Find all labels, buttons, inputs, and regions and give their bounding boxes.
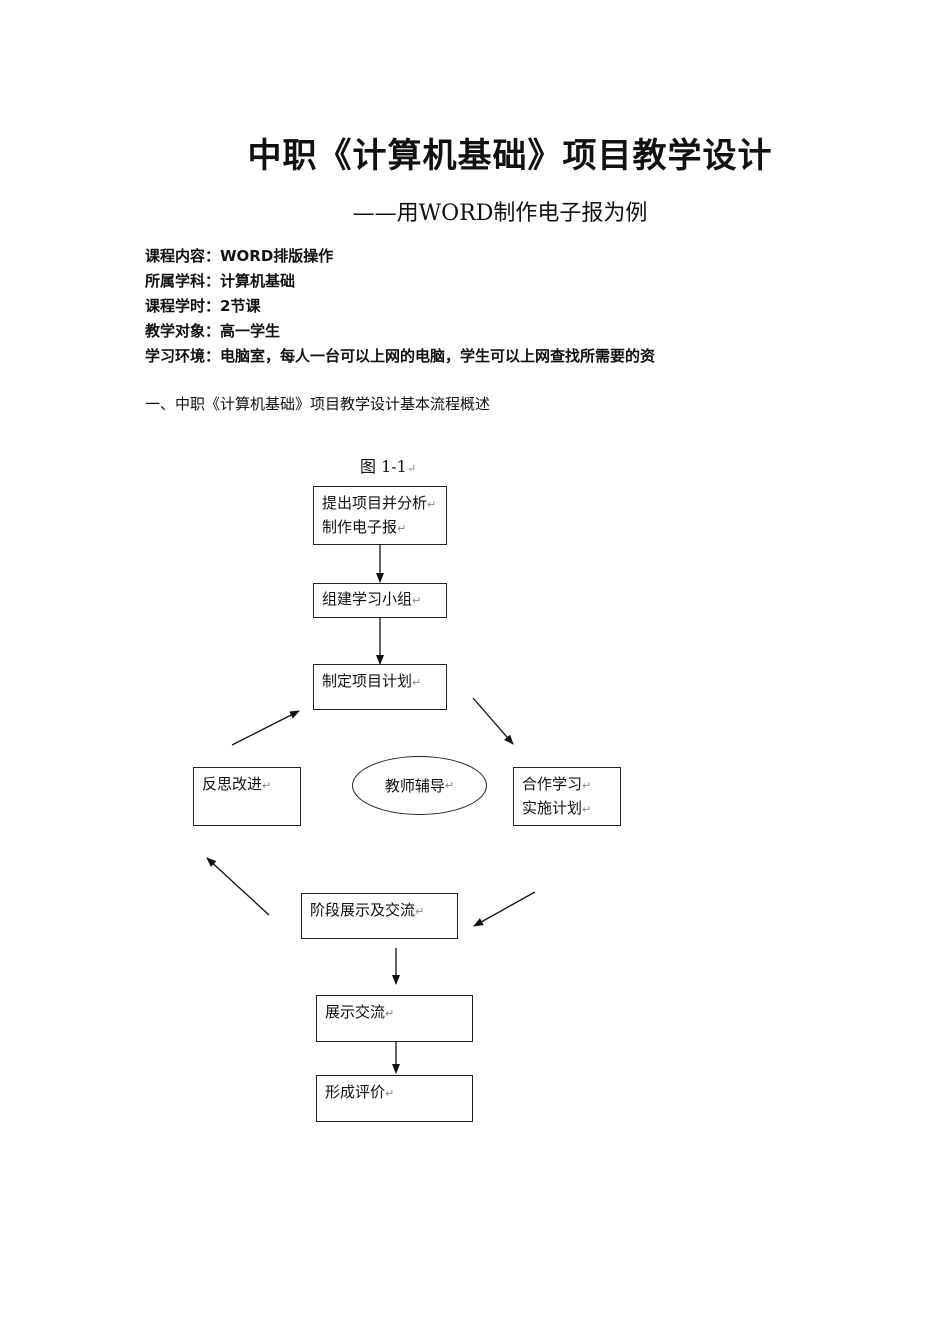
flow-step-stage-show: 阶段展示及交流↵ [301, 893, 458, 939]
section-heading: 一、中职《计算机基础》项目教学设计基本流程概述 [145, 395, 491, 413]
course-info: 课程内容：WORD排版操作 所属学科：计算机基础 课程学时：2节课 教学对象：高… [145, 244, 655, 369]
course-audience: 教学对象：高一学生 [145, 322, 281, 340]
flow-step-group: 组建学习小组↵ [313, 583, 447, 618]
flow-step-evaluate: 形成评价↵ [316, 1075, 473, 1122]
course-environment: 学习环境：电脑室，每人一台可以上网的电脑，学生可以上网查找所需要的资 [145, 347, 656, 365]
arrow-3-4 [472, 697, 514, 745]
flow-step-collaborate: 合作学习↵ 实施计划↵ [513, 767, 621, 826]
flow-step-propose: 提出项目并分析↵ 制作电子报↵ [313, 486, 447, 545]
course-content: 课程内容：WORD排版操作 [145, 247, 334, 265]
flow-step-reflect: 反思改进↵ [193, 767, 301, 826]
arrow-left-3 [231, 710, 300, 746]
figure-caption: 图 1-1↵ [360, 457, 417, 476]
course-hours: 课程学时：2节课 [145, 297, 261, 315]
page-subtitle: ——用WORD制作电子报为例 [352, 201, 648, 226]
arrow-5-left [206, 857, 270, 916]
page-title: 中职《计算机基础》项目教学设计 [247, 136, 773, 176]
flow-center-teacher-guidance: 教师辅导↵ [352, 756, 487, 815]
arrow-4-5 [473, 891, 536, 927]
flow-step-plan: 制定项目计划↵ [313, 664, 447, 710]
course-subject: 所属学科：计算机基础 [145, 272, 296, 290]
flow-step-showcase: 展示交流↵ [316, 995, 473, 1042]
